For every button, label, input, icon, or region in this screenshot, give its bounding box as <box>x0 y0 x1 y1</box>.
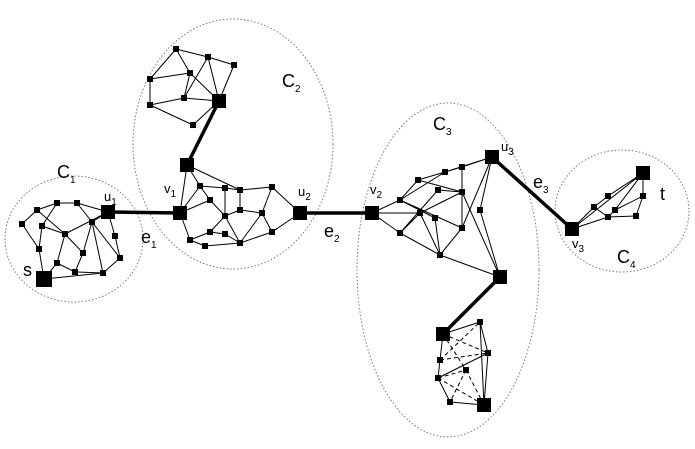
c4-nodes <box>591 193 646 220</box>
label-e3: e3 <box>533 172 549 196</box>
cluster-c1-graph <box>19 200 123 280</box>
edge-labels: e1 e2 e3 <box>141 172 549 251</box>
c4-edges <box>571 172 644 230</box>
c3-nodes <box>397 164 507 412</box>
label-c3: C3 <box>433 114 452 138</box>
label-u3: u3 <box>501 139 514 158</box>
cluster-c3-outline <box>356 102 540 438</box>
label-c4: C4 <box>617 247 636 271</box>
cluster-c1-outline <box>4 175 144 303</box>
label-u1: u1 <box>104 189 117 208</box>
cluster-c4-outline <box>554 149 690 273</box>
vertex-s <box>36 271 52 287</box>
cluster-labels: C1 C2 C3 C4 <box>57 71 636 271</box>
cluster-c2-outline <box>132 18 334 270</box>
c2-lower-edges <box>179 164 301 247</box>
label-u2: u2 <box>298 184 311 203</box>
bridge-e3 <box>490 155 574 231</box>
label-e1: e1 <box>141 227 157 251</box>
cluster-c2-graph <box>147 46 301 249</box>
label-c1: C1 <box>57 162 76 186</box>
c1-edges <box>21 202 121 280</box>
vertex-labels: s t u1 v1 u2 v2 u3 v3 <box>23 139 665 280</box>
cluster-c3-graph <box>371 156 507 412</box>
vertex-v2 <box>365 206 379 220</box>
vertex-v1 <box>173 206 187 220</box>
c3-dashed-edges <box>437 321 489 406</box>
label-v3: v3 <box>572 236 585 255</box>
vertex-u2 <box>293 206 307 220</box>
label-s: s <box>23 260 32 280</box>
vertex-v3 <box>565 222 579 236</box>
vertex-t <box>636 166 650 180</box>
label-v1: v1 <box>164 181 177 200</box>
c1-nodes <box>19 200 123 276</box>
c2-upper-edges <box>149 48 235 126</box>
bridge-c2-internal <box>185 100 221 166</box>
vertex-u3 <box>485 150 499 164</box>
cluster-outlines <box>4 18 690 438</box>
named-vertices <box>36 150 650 287</box>
label-c2: C2 <box>282 71 301 95</box>
label-e2: e2 <box>324 221 340 245</box>
bridge-edges <box>107 100 574 336</box>
c3-upper-edges <box>371 156 501 278</box>
cluster-c4-graph <box>571 172 646 230</box>
bridge-e1 <box>107 210 181 215</box>
vertex-u1 <box>101 205 115 219</box>
bridge-c3-internal <box>441 275 502 336</box>
label-t: t <box>660 184 665 204</box>
label-v2: v2 <box>370 182 383 201</box>
